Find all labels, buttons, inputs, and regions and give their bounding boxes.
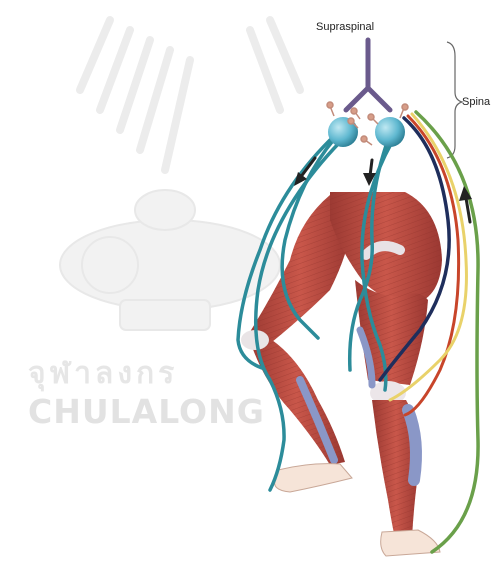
spinal-bracket bbox=[447, 42, 462, 158]
spinal-label: Spina bbox=[462, 96, 490, 108]
neuron-cell-bodies bbox=[328, 117, 405, 147]
neuron-right bbox=[375, 117, 405, 147]
supraspinal-label: Supraspinal bbox=[316, 21, 374, 33]
supraspinal-input bbox=[346, 40, 390, 110]
